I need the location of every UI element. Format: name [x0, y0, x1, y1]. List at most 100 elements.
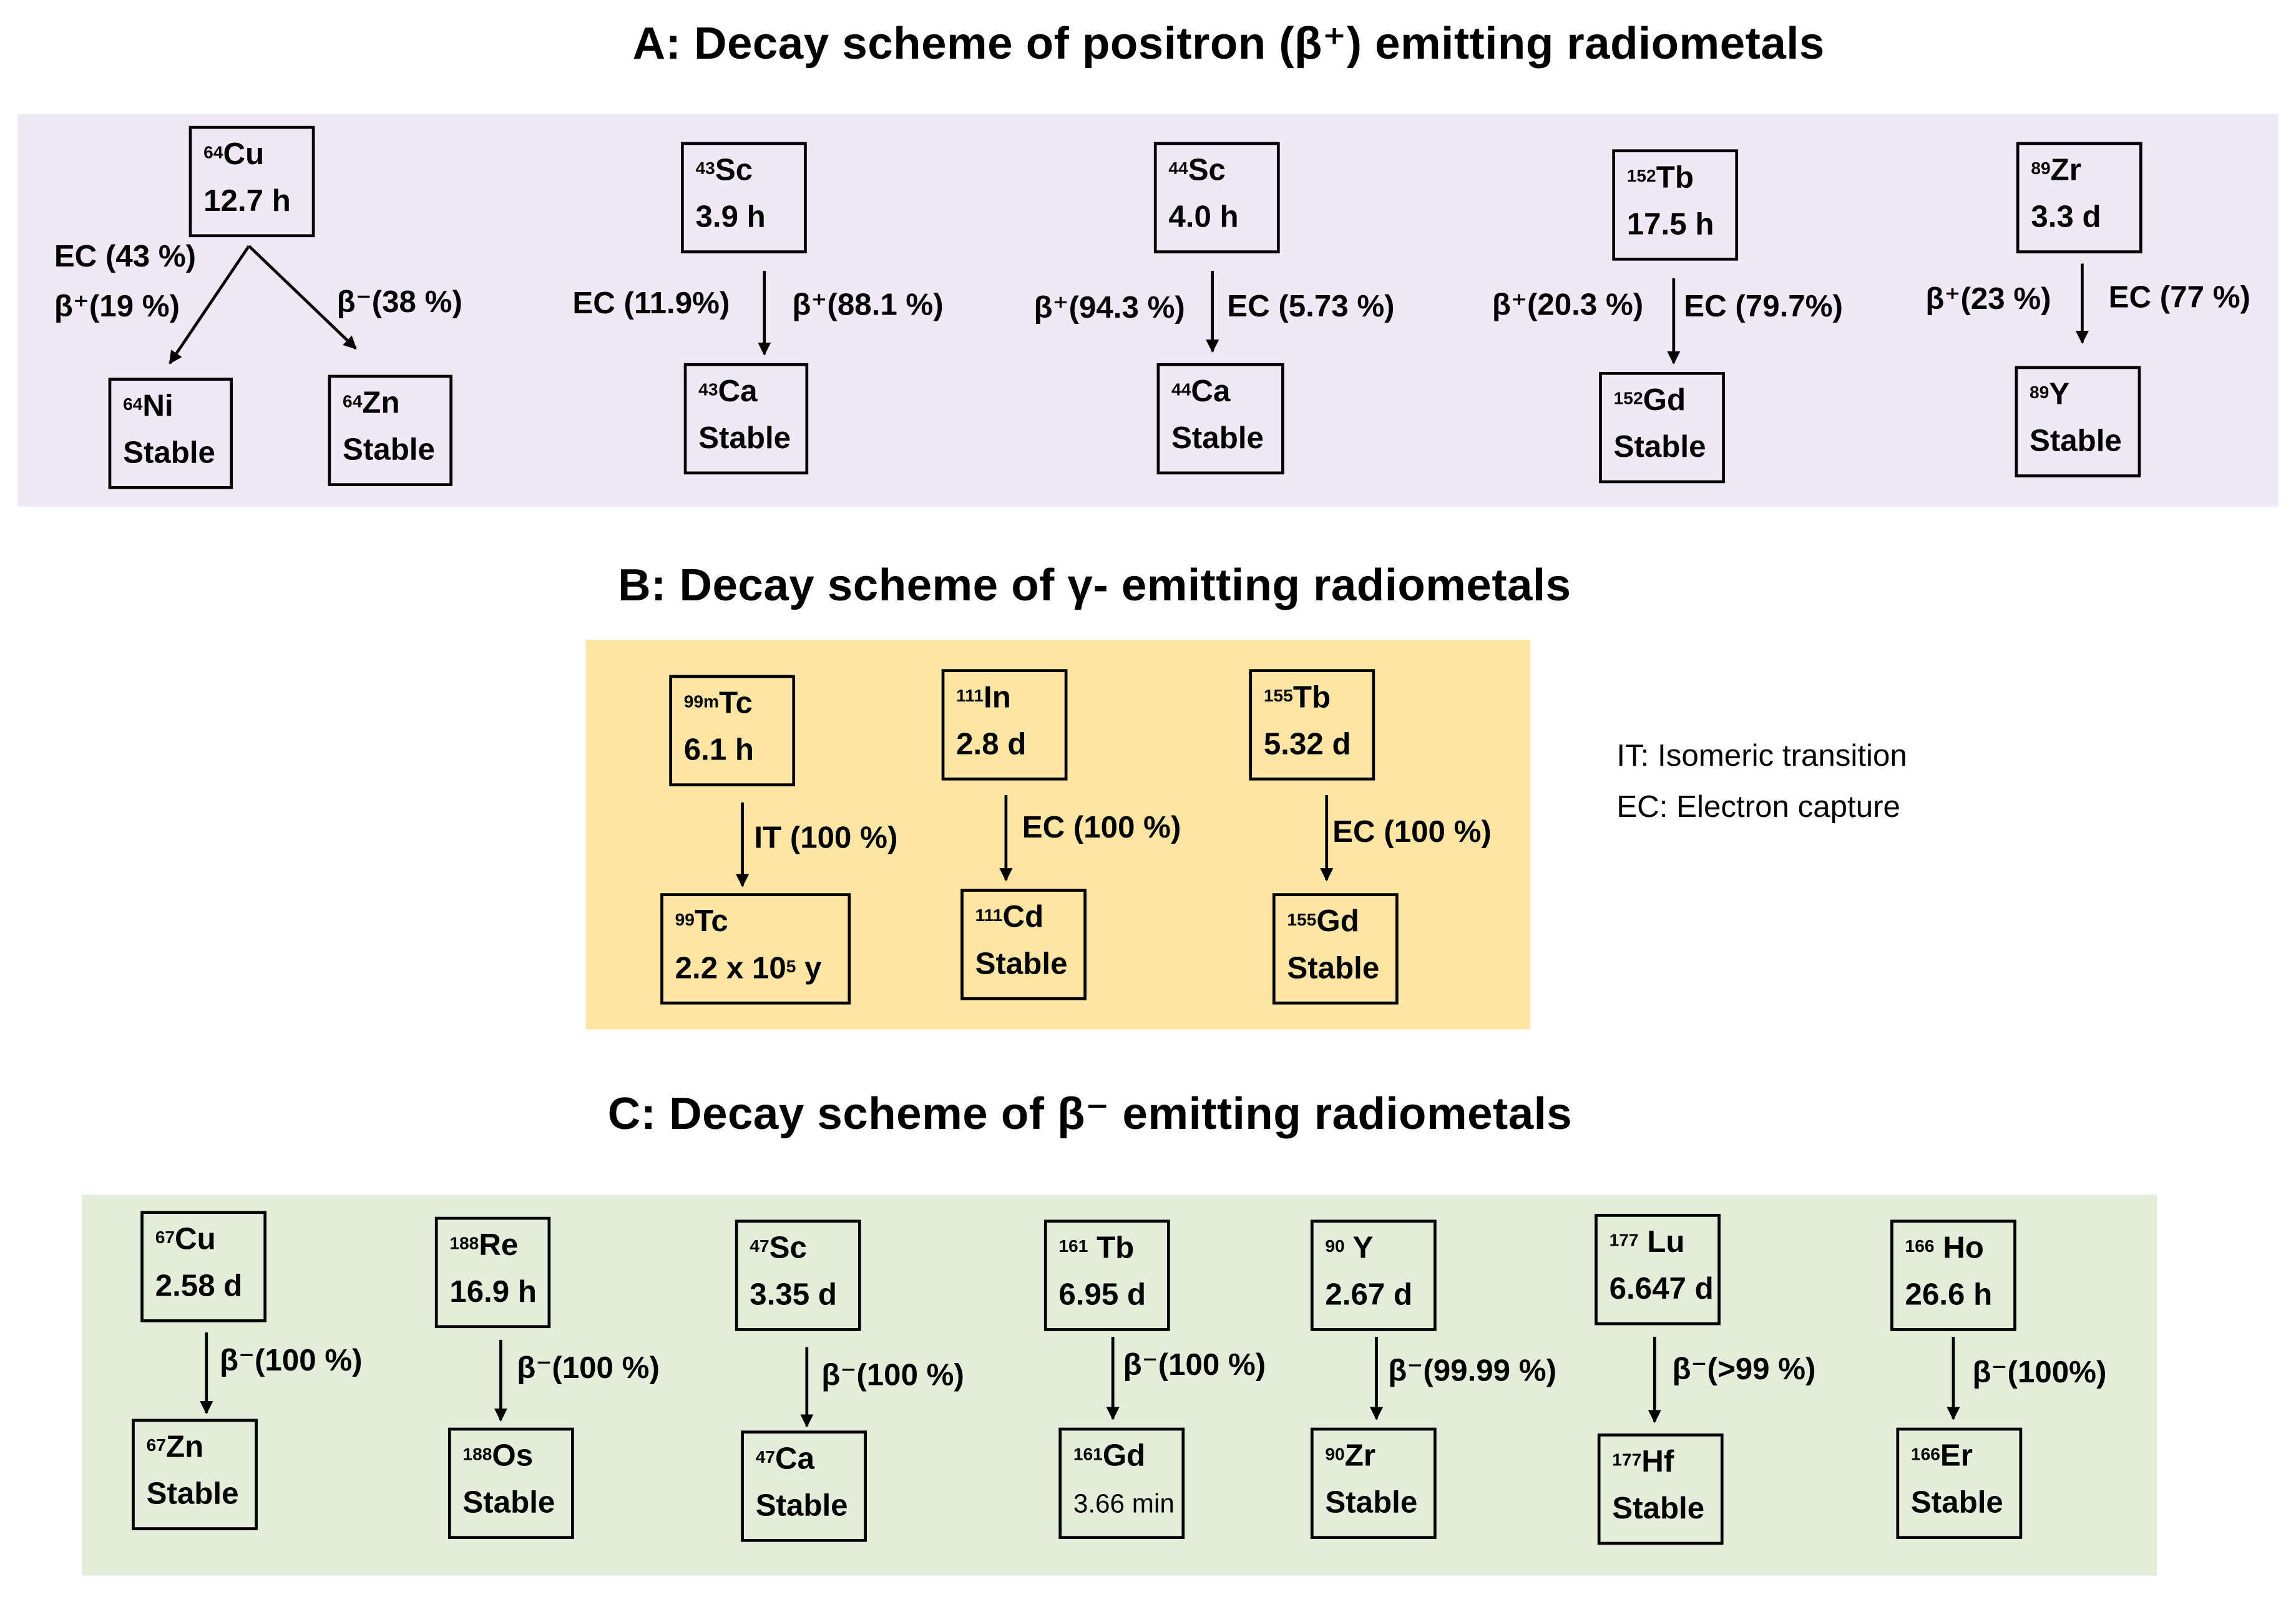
nuclide-b-3-daughter-box-1-isotope: 155Gd [1287, 901, 1359, 944]
nuclide-a-3-parent-box: 44Sc 4.0 h [1153, 142, 1280, 253]
nuclide-c-6-parent-box-mass-number: 177 [1609, 1229, 1639, 1251]
nuclide-b-2-daughter-box-1-half-life: Stable [975, 943, 1068, 987]
nuclide-c-6-daughter-box-1-value: Stable [1612, 1492, 1705, 1526]
nuclide-a-5-parent-box-symbol: Zr [2050, 154, 2081, 188]
nuclide-b-2-parent-box-value: 2.8 d [956, 728, 1027, 762]
nuclide-b-3-daughter-box-1-mass-number: 155 [1287, 909, 1317, 930]
nuclide-a-4-parent-box-half-life: 17.5 h [1627, 203, 1714, 247]
nuclide-a-1-parent-box-mass-number: 64 [203, 142, 223, 163]
nuclide-c-5-parent-box-half-life: 2.67 d [1325, 1274, 1412, 1317]
nuclide-a-5-daughter-box-1-isotope: 89Y [2030, 373, 2069, 417]
nuclide-b-3-parent-box-half-life: 5.32 d [1264, 723, 1351, 767]
nuclide-b-1-daughter-box-1-half-life: 2.2 x 105 y [675, 947, 822, 991]
nuclide-c-1-daughter-box-1-half-life: Stable [147, 1473, 239, 1517]
nuclide-b-3-parent-box-value: 5.32 d [1263, 728, 1351, 762]
nuclide-b-1-parent-box: 99mTc 6.1 h [669, 675, 796, 786]
nuclide-c-2-parent-box-symbol: Re [479, 1228, 519, 1263]
nuclide-a-1-parent-box-value: 12.7 h [203, 184, 291, 218]
nuclide-b-1-daughter-box-1-symbol: Tc [694, 905, 728, 939]
nuclide-a-3-daughter-box-1-symbol: Ca [1191, 374, 1231, 409]
nuclide-a-1-daughter-box-1-value: Stable [123, 436, 215, 471]
nuclide-a-3-parent-box-isotope: 44Sc [1168, 149, 1226, 193]
nuclide-a-1-daughter-box-2-value: Stable [343, 433, 435, 467]
nuclide-a-2-parent-box-mass-number: 43 [695, 158, 715, 179]
nuclide-b-1-daughter-box-1-exponent: 5 [786, 956, 796, 977]
nuclide-c-5-daughter-box-1-half-life: Stable [1325, 1482, 1417, 1525]
nuclide-a-3-parent-box-symbol: Sc [1188, 154, 1226, 188]
nuclide-c-3-daughter-box-1-value: Stable [755, 1489, 848, 1523]
nuclide-c-6-parent-box-isotope: 177 Lu [1610, 1221, 1685, 1265]
nuclide-c-3-daughter-box-1-symbol: Ca [775, 1442, 815, 1477]
nuclide-a-5-decay-label-2: EC (77 %) [2108, 281, 2250, 315]
nuclide-a-1-daughter-box-2-isotope: 64Zn [343, 382, 400, 426]
nuclide-a-4-parent-box-mass-number: 152 [1626, 165, 1656, 186]
nuclide-c-5-daughter-box-1-symbol: Zr [1344, 1439, 1376, 1473]
nuclide-a-1-daughter-box-2-half-life: Stable [343, 429, 435, 472]
nuclide-c-5-parent-box-mass-number: 90 [1325, 1236, 1345, 1257]
nuclide-c-3-decay-label-1: β⁻(100 %) [821, 1359, 964, 1393]
panel-a-title: A: Decay scheme of positron (β⁺) emittin… [632, 17, 1825, 69]
nuclide-c-7-daughter-box-1-isotope: 166Er [1911, 1435, 1973, 1478]
nuclide-a-5-parent-box-value: 3.3 d [2031, 200, 2101, 235]
nuclide-c-7-parent-box-mass-number: 166 [1905, 1236, 1935, 1257]
nuclide-a-1-daughter-box-1-symbol: Ni [142, 389, 173, 424]
nuclide-c-6-parent-box-value: 6.647 d [1609, 1272, 1714, 1306]
nuclide-a-4-daughter-box-1-value: Stable [1613, 430, 1706, 464]
legend-line-2: EC: Electron capture [1616, 791, 1900, 824]
nuclide-c-7-parent-box-value: 26.6 h [1905, 1278, 1993, 1312]
panel-b-title: B: Decay scheme of γ- emitting radiometa… [618, 559, 1571, 611]
nuclide-c-7-daughter-box-1-value: Stable [1910, 1486, 2003, 1520]
nuclide-c-2-daughter-box-1-isotope: 188Os [462, 1435, 533, 1478]
nuclide-a-4-parent-box-isotope: 152Tb [1627, 157, 1694, 200]
nuclide-c-1-parent-box-isotope: 67Cu [155, 1218, 216, 1262]
nuclide-c-1-daughter-box-1-value: Stable [146, 1477, 239, 1512]
nuclide-c-2-decay-label-1: β⁻(100 %) [517, 1351, 660, 1385]
nuclide-c-7-parent-box: 166 Ho 26.6 h [1890, 1219, 2016, 1331]
nuclide-a-4-parent-box-symbol: Tb [1656, 161, 1694, 195]
nuclide-c-7-decay-label-1: β⁻(100%) [1972, 1355, 2107, 1390]
nuclide-c-7-parent-box-isotope: 166 Ho [1905, 1227, 1984, 1271]
nuclide-a-5-daughter-box-1-symbol: Y [2049, 378, 2070, 412]
nuclide-b-2-parent-box-half-life: 2.8 d [956, 723, 1026, 767]
nuclide-a-3-parent-box-value: 4.0 h [1168, 200, 1239, 235]
nuclide-a-4-daughter-box-1-half-life: Stable [1614, 426, 1706, 470]
nuclide-a-4-daughter-box-1-symbol: Gd [1643, 383, 1686, 418]
nuclide-b-1-parent-box-isotope: 99mTc [684, 682, 753, 726]
nuclide-a-1-parent-box-half-life: 12.7 h [203, 180, 291, 224]
nuclide-c-6-daughter-box-1-mass-number: 177 [1612, 1449, 1642, 1470]
nuclide-b-1-parent-box-value: 6.1 h [683, 733, 755, 768]
nuclide-b-2-daughter-box-1-mass-number: 111 [975, 905, 1003, 926]
legend-line-1: IT: Isomeric transition [1616, 739, 1907, 773]
nuclide-a-1-daughter-box-2-mass-number: 64 [343, 391, 363, 412]
nuclide-c-6-daughter-box-1-half-life: Stable [1612, 1488, 1704, 1531]
nuclide-b-3-daughter-box-1-value: Stable [1287, 952, 1380, 986]
nuclide-c-1-decay-label-1: β⁻(100 %) [219, 1344, 363, 1378]
nuclide-b-3-parent-box-symbol: Tb [1292, 681, 1331, 715]
nuclide-c-6-daughter-box-1-symbol: Hf [1641, 1445, 1674, 1479]
nuclide-c-4-parent-box-symbol: Tb [1088, 1231, 1135, 1266]
nuclide-c-4-daughter-box-1-isotope: 161Gd [1073, 1435, 1145, 1478]
nuclide-b-2-daughter-box-1-isotope: 111Cd [975, 896, 1044, 940]
nuclide-c-2-parent-box-mass-number: 188 [449, 1233, 479, 1254]
nuclide-a-5-decay-label-1: β⁺(23 %) [1925, 282, 2051, 316]
nuclide-b-1-parent-box-symbol: Tc [719, 686, 753, 721]
nuclide-a-4-decay-label-2: EC (79.7%) [1684, 290, 1843, 324]
nuclide-c-1-parent-box-mass-number: 67 [155, 1227, 175, 1248]
nuclide-b-3-decay-label-1: EC (100 %) [1332, 815, 1492, 849]
nuclide-c-2-daughter-box-1-symbol: Os [492, 1439, 534, 1473]
nuclide-c-2-parent-box-half-life: 16.9 h [449, 1271, 537, 1315]
nuclide-c-2-parent-box-isotope: 188Re [449, 1224, 518, 1268]
